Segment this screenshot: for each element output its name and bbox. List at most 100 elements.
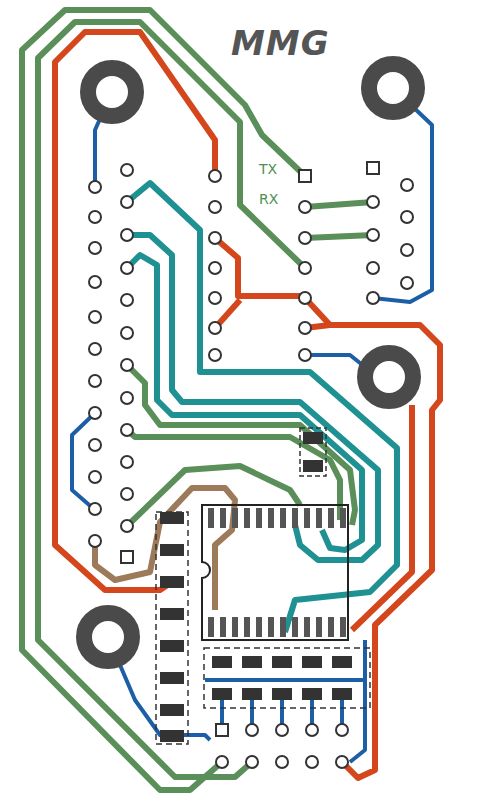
ic-chip xyxy=(340,508,346,528)
through-hole-pad xyxy=(89,276,101,288)
mounting-hole xyxy=(369,64,417,112)
through-hole-pad xyxy=(299,201,311,213)
through-hole-pad xyxy=(89,242,101,254)
mounting-hole xyxy=(84,64,417,661)
through-hole-pad xyxy=(336,724,348,736)
through-hole-pad xyxy=(216,756,228,768)
ic-chip xyxy=(256,617,262,637)
through-hole-pad xyxy=(367,196,379,208)
through-hole-pad xyxy=(89,311,101,323)
resistor-array xyxy=(302,656,322,668)
smd-component xyxy=(300,428,326,476)
ic-chip xyxy=(208,508,214,528)
through-hole-pad xyxy=(367,292,379,304)
through-hole-pad xyxy=(89,211,101,223)
through-hole-pad xyxy=(121,424,133,436)
through-hole-pad xyxy=(89,375,101,387)
resistor-array xyxy=(204,648,370,708)
resistor-array xyxy=(332,688,352,700)
through-hole-pad xyxy=(299,349,311,361)
ic-chip xyxy=(304,508,310,528)
through-hole-pad xyxy=(209,201,221,213)
silkscreen-label: TX xyxy=(258,162,278,176)
through-hole-pad xyxy=(336,756,348,768)
resistor-array xyxy=(212,656,232,668)
mounting-hole xyxy=(365,353,413,401)
through-hole-pad xyxy=(121,327,133,339)
resistor-array xyxy=(272,688,292,700)
resistor-array xyxy=(204,648,370,708)
through-hole-pad xyxy=(89,343,101,355)
through-hole-pad xyxy=(401,244,413,256)
through-hole-pad xyxy=(121,359,133,371)
through-hole-pad xyxy=(299,292,311,304)
through-hole-pad xyxy=(89,181,101,193)
ic-chip xyxy=(316,617,322,637)
ic-chip xyxy=(244,508,250,528)
green-trace xyxy=(127,365,355,525)
smd-component xyxy=(160,512,184,524)
teal-trace xyxy=(127,235,378,560)
green-trace xyxy=(305,202,373,207)
through-hole-pad xyxy=(209,232,221,244)
teal-trace xyxy=(127,183,397,632)
red-trace xyxy=(215,238,305,296)
through-hole-pad xyxy=(209,170,221,182)
ic-chip xyxy=(328,617,334,637)
ic-chip xyxy=(202,505,348,640)
red-trace xyxy=(55,32,440,778)
ic-chip xyxy=(280,617,286,637)
resistor-array xyxy=(242,656,262,668)
through-hole-pad xyxy=(299,262,311,274)
through-hole-pad xyxy=(401,179,413,191)
through-hole-pad xyxy=(209,292,221,304)
through-hole-pad xyxy=(89,439,101,451)
through-hole-pad xyxy=(121,456,133,468)
through-hole-pad xyxy=(209,349,221,361)
ic-chip xyxy=(328,508,334,528)
silkscreen-label: RX xyxy=(258,192,279,206)
through-hole-pad xyxy=(299,322,311,334)
through-hole-pad xyxy=(367,262,379,274)
through-hole-pad xyxy=(121,196,133,208)
resistor-array xyxy=(212,688,232,700)
ic-chip xyxy=(202,505,348,640)
ic-chip xyxy=(220,508,226,528)
smd-component xyxy=(160,672,184,684)
through-hole-pad xyxy=(246,756,258,768)
resistor-array xyxy=(332,656,352,668)
through-hole-pad xyxy=(121,294,133,306)
through-hole-pad xyxy=(121,551,133,563)
through-hole-pad xyxy=(299,232,311,244)
ic-chip xyxy=(256,508,262,528)
through-hole-pad xyxy=(401,277,413,289)
red-trace xyxy=(55,32,215,590)
through-hole-pad xyxy=(121,229,133,241)
blue-trace xyxy=(205,678,365,682)
blue-trace xyxy=(373,88,432,302)
resistor-array xyxy=(302,688,322,700)
through-hole-pad xyxy=(276,756,288,768)
ic-chip xyxy=(244,617,250,637)
through-hole-pad xyxy=(216,724,228,736)
ic-chip xyxy=(232,617,238,637)
through-hole-pad xyxy=(121,164,133,176)
smd-component xyxy=(160,704,184,716)
ic-chip xyxy=(268,508,274,528)
through-hole-pad xyxy=(276,724,288,736)
through-hole-pad xyxy=(367,229,379,241)
smd-component xyxy=(160,608,184,620)
board-title: MMG xyxy=(231,26,330,60)
resistor-array xyxy=(272,656,292,668)
ic-chip xyxy=(280,508,286,528)
through-hole-pad xyxy=(89,503,101,515)
ic-chip xyxy=(268,617,274,637)
smd-component xyxy=(160,576,184,588)
through-hole-pad xyxy=(367,162,379,174)
brown-trace xyxy=(95,488,235,610)
mounting-hole xyxy=(88,68,136,116)
through-hole-pad xyxy=(89,162,413,768)
blue-trace xyxy=(72,88,432,762)
